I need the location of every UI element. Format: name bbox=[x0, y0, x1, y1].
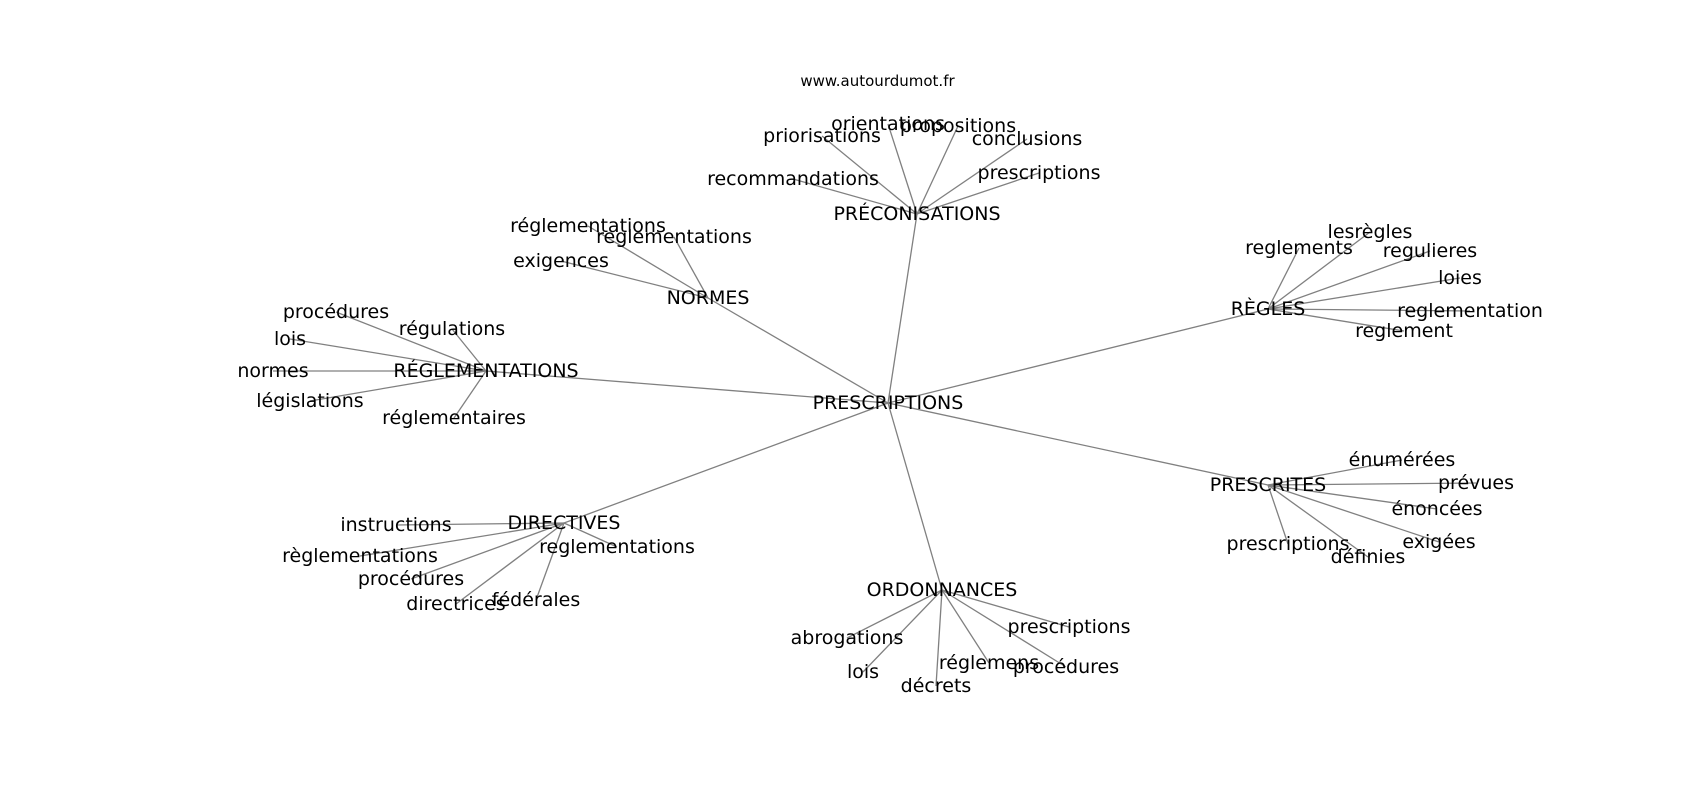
edge-regles-word bbox=[1267, 247, 1300, 310]
leaf-word-ordonnances: décrets bbox=[901, 675, 972, 697]
edge-center-regles bbox=[887, 308, 1269, 404]
edge-ordonnances-word bbox=[941, 589, 990, 664]
edge-regles-word bbox=[1267, 308, 1471, 312]
graph-labels: PRESCRIPTIONSPRÉCONISATIONSorientationsp… bbox=[237, 113, 1543, 697]
leaf-word-reglementations: régulations bbox=[399, 318, 505, 340]
leaf-word-prescrites: énumérées bbox=[1349, 449, 1456, 471]
source-url: www.autourdumot.fr bbox=[800, 72, 955, 90]
edge-ordonnances-word bbox=[846, 589, 943, 639]
edge-regles-word bbox=[1267, 277, 1461, 310]
edge-reglementations-word bbox=[309, 370, 487, 402]
leaf-word-regles: reglementation bbox=[1397, 300, 1543, 322]
edge-regles-word bbox=[1267, 308, 1405, 332]
leaf-word-preconisations: propositions bbox=[900, 115, 1016, 137]
cluster-node-prescrites: PRESCRITES bbox=[1210, 474, 1326, 496]
edge-ordonnances-word bbox=[862, 589, 943, 673]
edge-directives-word bbox=[535, 522, 565, 601]
leaf-word-ordonnances: réglemens bbox=[939, 652, 1039, 674]
edge-prescrites-word bbox=[1267, 484, 1440, 543]
leaf-word-preconisations: recommandations bbox=[707, 168, 879, 190]
leaf-word-directives: règlementations bbox=[282, 545, 438, 567]
center-node-label: PRESCRIPTIONS bbox=[813, 392, 964, 414]
leaf-word-ordonnances: abrogations bbox=[791, 627, 904, 649]
leaf-word-normes: reglementations bbox=[596, 226, 752, 248]
edge-directives-word bbox=[410, 522, 565, 580]
edge-prescrites-word bbox=[1267, 484, 1438, 510]
leaf-word-directives: instructions bbox=[340, 514, 451, 536]
leaf-word-normes: réglementations bbox=[510, 215, 666, 237]
edge-regles-word bbox=[1267, 250, 1431, 310]
edge-center-normes bbox=[707, 297, 889, 404]
edge-ordonnances-word bbox=[935, 589, 943, 687]
leaf-word-reglementations: normes bbox=[237, 360, 308, 382]
cluster-node-ordonnances: ORDONNANCES bbox=[867, 579, 1018, 601]
edge-center-ordonnances bbox=[887, 402, 943, 591]
edge-preconisations-word bbox=[887, 123, 918, 215]
edge-reglementations-word bbox=[335, 311, 487, 372]
edge-reglementations-word bbox=[451, 328, 487, 372]
leaf-word-reglementations: réglementaires bbox=[382, 407, 526, 429]
edge-directives-word bbox=[359, 522, 565, 557]
edge-preconisations-word bbox=[821, 135, 918, 215]
leaf-word-reglementations: lois bbox=[274, 328, 306, 350]
leaf-word-preconisations: priorisations bbox=[763, 125, 881, 147]
edge-preconisations-word bbox=[916, 125, 959, 215]
leaf-word-regles: lesrègles bbox=[1328, 221, 1413, 243]
cluster-node-reglementations: RÉGLEMENTATIONS bbox=[393, 359, 578, 382]
edge-prescrites-word bbox=[1267, 459, 1403, 486]
edge-center-reglementations bbox=[485, 370, 889, 404]
edge-center-directives bbox=[563, 402, 889, 524]
edge-preconisations-word bbox=[792, 178, 918, 215]
edge-preconisations-word bbox=[916, 172, 1040, 215]
leaf-word-reglementations: législations bbox=[256, 390, 363, 412]
leaf-word-regles: regulieres bbox=[1383, 240, 1477, 262]
leaf-word-directives: directrices bbox=[406, 593, 505, 615]
edge-center-prescrites bbox=[887, 402, 1269, 486]
cluster-node-preconisations: PRÉCONISATIONS bbox=[833, 202, 1000, 225]
edge-reglementations-word bbox=[453, 370, 487, 419]
edge-normes-word bbox=[587, 225, 709, 299]
leaf-word-ordonnances: prescriptions bbox=[1008, 616, 1131, 638]
edge-directives-word bbox=[455, 522, 565, 605]
leaf-word-prescrites: définies bbox=[1331, 546, 1406, 568]
edge-reglementations-word bbox=[289, 338, 487, 372]
leaf-word-prescrites: prévues bbox=[1438, 472, 1514, 494]
leaf-word-normes: exigences bbox=[513, 250, 609, 272]
edge-prescrites-word bbox=[1267, 482, 1477, 486]
leaf-word-regles: loies bbox=[1438, 267, 1482, 289]
edge-prescrites-word bbox=[1267, 484, 1369, 558]
edge-ordonnances-word bbox=[941, 589, 1070, 628]
leaf-word-preconisations: conclusions bbox=[972, 128, 1083, 150]
edge-regles-word bbox=[1267, 231, 1371, 310]
edge-center-preconisations bbox=[887, 213, 918, 404]
leaf-word-reglementations: procédures bbox=[283, 301, 389, 323]
cluster-node-normes: NORMES bbox=[667, 287, 750, 309]
leaf-word-ordonnances: lois bbox=[847, 661, 879, 683]
cluster-node-directives: DIRECTIVES bbox=[508, 512, 621, 534]
edge-prescrites-word bbox=[1267, 484, 1289, 545]
cluster-node-regles: RÈGLES bbox=[1231, 297, 1306, 320]
edge-preconisations-word bbox=[916, 138, 1028, 215]
edge-ordonnances-word bbox=[941, 589, 1067, 668]
edge-normes-word bbox=[560, 260, 709, 299]
edge-directives-word bbox=[395, 522, 565, 526]
edge-normes-word bbox=[673, 236, 709, 299]
edge-directives-word bbox=[563, 522, 618, 548]
leaf-word-preconisations: prescriptions bbox=[978, 162, 1101, 184]
leaf-word-directives: procédures bbox=[358, 568, 464, 590]
graph-edges bbox=[273, 123, 1477, 687]
leaf-word-prescrites: prescriptions bbox=[1227, 533, 1350, 555]
leaf-word-directives: fédérales bbox=[492, 589, 580, 611]
leaf-word-prescrites: exigées bbox=[1402, 531, 1475, 553]
leaf-word-directives: reglementations bbox=[539, 536, 695, 558]
leaf-word-prescrites: énoncées bbox=[1391, 498, 1482, 520]
leaf-word-regles: reglement bbox=[1355, 320, 1453, 342]
leaf-word-preconisations: orientations bbox=[831, 113, 945, 135]
leaf-word-ordonnances: procédures bbox=[1013, 656, 1119, 678]
leaf-word-regles: reglements bbox=[1245, 237, 1353, 259]
